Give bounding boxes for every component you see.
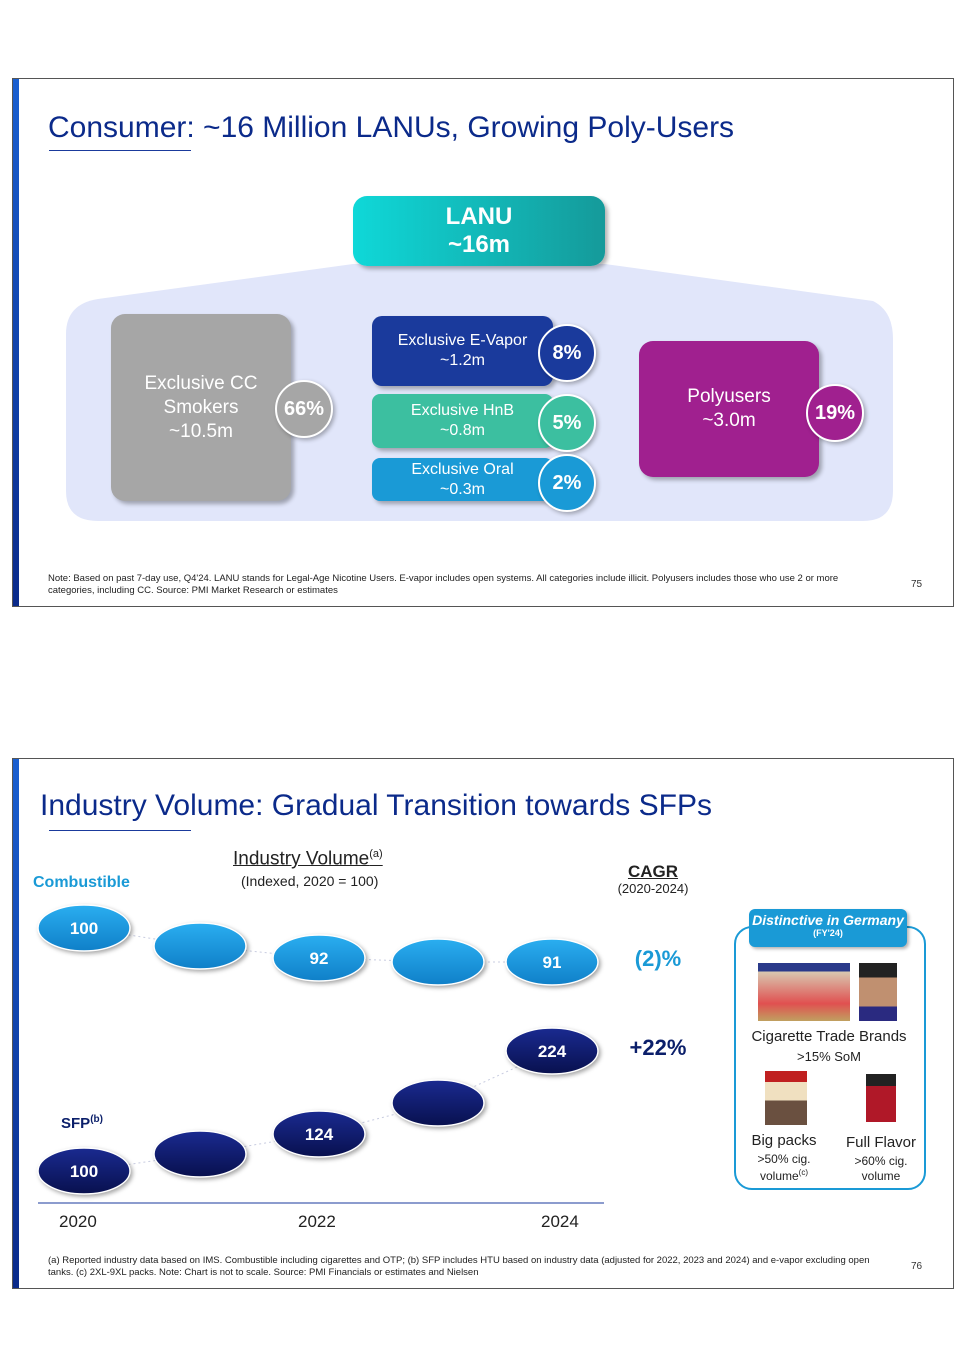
- combustible-point: [37, 904, 131, 952]
- segment-value: ~10.5m: [169, 420, 233, 442]
- share-badge: 19%: [806, 384, 864, 442]
- germany-period: (FY'24): [813, 928, 843, 938]
- share-badge: 2%: [538, 454, 596, 512]
- sfp-point: [505, 1027, 599, 1075]
- sfp-point: [37, 1147, 131, 1195]
- big-pack-image: [765, 1071, 807, 1125]
- segment-hnb: Exclusive HnB ~0.8m: [372, 394, 553, 448]
- lanu-value: ~16m: [447, 231, 511, 258]
- segment-label: Exclusive E-Vapor: [397, 332, 528, 349]
- sfp-point: [272, 1110, 366, 1158]
- segment-value: ~3.0m: [702, 410, 756, 431]
- chart-subtitle: (Indexed, 2020 = 100): [241, 873, 379, 889]
- segment-value: ~1.2m: [440, 352, 485, 369]
- sfp-point: [391, 1079, 485, 1127]
- chart-title: Industry Volume(a): [233, 848, 383, 870]
- share-badge: 66%: [275, 380, 333, 438]
- trade-brands-label: Cigarette Trade Brands: [751, 1028, 907, 1045]
- segment-evapor: Exclusive E-Vapor ~1.2m: [372, 316, 553, 386]
- germany-header: Distinctive in Germany (FY'24): [749, 909, 907, 947]
- combustible-label: Combustible: [33, 874, 130, 891]
- share-badge: 5%: [538, 394, 596, 452]
- germany-title: Distinctive in Germany: [752, 912, 904, 928]
- combustible-point: [505, 938, 599, 986]
- page-number: 75: [911, 579, 923, 590]
- combustible-point: [153, 922, 247, 970]
- big-packs-share: >50% cig.volume(c): [757, 1152, 811, 1183]
- data-label: 100: [70, 919, 98, 938]
- cagr-period: (2020-2024): [617, 881, 689, 896]
- year-label: 2022: [298, 1212, 336, 1231]
- segment-label: Exclusive Oral: [411, 460, 514, 478]
- data-label: 92: [310, 949, 329, 968]
- accent-bar: [13, 79, 19, 606]
- trade-brand-pack-image: [859, 963, 897, 1021]
- share-badge: 8%: [538, 324, 596, 382]
- segment-value: ~0.8m: [440, 422, 485, 439]
- footnote: Note: Based on past 7-day use, Q4'24. LA…: [48, 573, 839, 596]
- segment-label: Polyusers: [687, 386, 771, 407]
- slide-title: Industry Volume: Gradual Transition towa…: [40, 789, 712, 822]
- sfp-label: SFP(b): [61, 1114, 103, 1132]
- trade-brands-image: [758, 963, 850, 1021]
- data-label: 91: [543, 953, 562, 972]
- full-flavor-label: Full Flavor: [845, 1134, 916, 1151]
- cagr-title: CAGR: [627, 862, 679, 881]
- title-underline: [49, 150, 191, 151]
- sfp-point: [153, 1130, 247, 1178]
- year-label: 2024: [541, 1212, 579, 1231]
- full-flavor-pack-image: [866, 1074, 896, 1122]
- slide-title: Consumer: ~16 Million LANUs, Growing Pol…: [48, 111, 735, 144]
- data-label: 224: [538, 1042, 567, 1061]
- footnote: (a) Reported industry data based on IMS.…: [48, 1255, 870, 1278]
- segment-oral: Exclusive Oral ~0.3m: [372, 458, 553, 501]
- title-underline: [49, 830, 191, 831]
- accent-bar: [13, 759, 19, 1288]
- data-label: 100: [70, 1162, 98, 1181]
- lanu-box: LANU ~16m: [353, 196, 605, 266]
- combustible-point: [272, 934, 366, 982]
- combustible-point: [391, 938, 485, 986]
- slide-75: Consumer: ~16 Million LANUs, Growing Pol…: [12, 78, 954, 607]
- slide-76: Industry Volume: Gradual Transition towa…: [12, 758, 954, 1289]
- page-number: 76: [911, 1261, 923, 1272]
- big-packs-label: Big packs: [751, 1132, 817, 1149]
- segment-label: Exclusive HnB: [410, 402, 515, 419]
- segment-polyusers: Polyusers ~3.0m: [639, 341, 819, 477]
- data-label: 124: [305, 1125, 334, 1144]
- year-label: 2020: [59, 1212, 97, 1231]
- segment-value: ~0.3m: [440, 480, 485, 498]
- trade-brands-share: >15% SoM: [797, 1049, 861, 1064]
- cagr-sfp: +22%: [629, 1035, 687, 1060]
- volume-chart: 100 92 91 100 124 224: [37, 904, 604, 1204]
- segment-label: Exclusive CC Smokers: [144, 372, 258, 418]
- lanu-label: LANU: [445, 203, 513, 230]
- segment-cc: Exclusive CC Smokers ~10.5m: [111, 314, 291, 501]
- cagr-combustible: (2)%: [634, 946, 682, 971]
- full-flavor-share: >60% cig.volume: [854, 1154, 908, 1183]
